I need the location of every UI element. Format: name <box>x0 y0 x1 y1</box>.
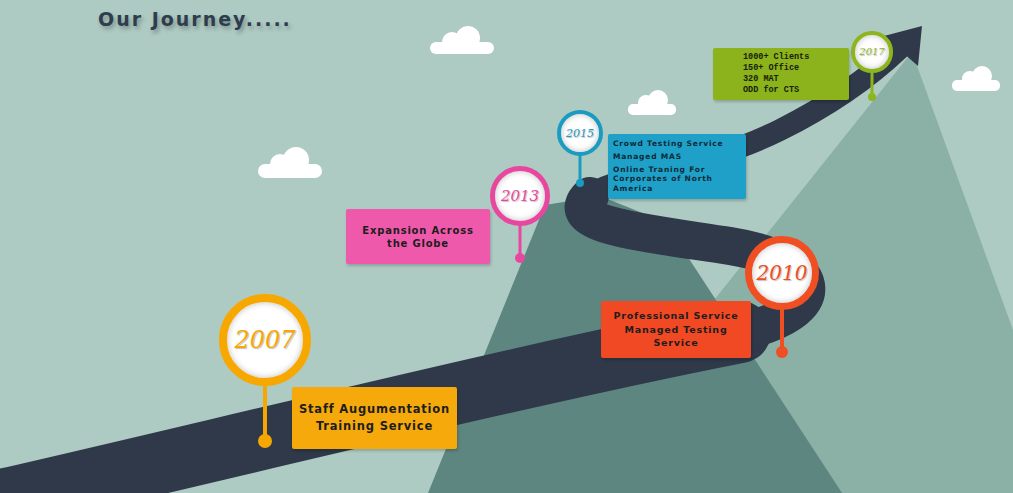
milestone-box: Staff AugumentationTraining Service <box>292 387 457 449</box>
year-label: 2007 <box>234 326 295 354</box>
milestone-box: Crowd Testing ServiceManaged MAS Online T… <box>608 134 746 199</box>
milestone-text: Expansion Across the Globe <box>354 224 482 250</box>
year-circle: 2015 <box>557 110 603 156</box>
milestone-text: Staff Augumentation <box>298 402 451 417</box>
milestone-text: 150+ Office <box>743 63 845 74</box>
pin-stems <box>258 70 876 448</box>
milestone-box: Expansion Across the Globe <box>346 209 490 264</box>
milestone-box: 1000+ Clients150+ Office320 MATODD for C… <box>713 48 849 100</box>
year-label: 2010 <box>757 261 808 285</box>
diagram-title: Our Journey..... <box>98 8 292 30</box>
front-mountain <box>428 196 842 493</box>
milestone-text: ODD for CTS <box>743 85 845 96</box>
year-label: 2017 <box>859 46 884 57</box>
milestone-text: 1000+ Clients <box>743 52 845 63</box>
road <box>0 48 900 493</box>
year-circle: 2007 <box>219 294 311 386</box>
year-circle: 2010 <box>745 236 819 310</box>
milestone-text: Training Service <box>298 419 451 434</box>
milestone-text: 320 MAT <box>743 74 845 85</box>
year-circle: 2013 <box>490 166 550 226</box>
year-circle: 2017 <box>851 31 892 72</box>
milestone-text: Crowd Testing Service <box>613 139 741 149</box>
milestone-text: Professional Service <box>605 310 747 322</box>
year-label: 2013 <box>501 187 539 205</box>
milestone-text: Online Traning For Corporates of North A… <box>613 165 741 194</box>
clouds <box>258 26 1000 178</box>
milestone-box: Professional ServiceManaged Testing Serv… <box>601 301 751 358</box>
milestone-text: Managed Testing Service <box>605 324 747 349</box>
year-label: 2015 <box>566 127 594 140</box>
milestone-text: Managed MAS <box>613 152 741 162</box>
